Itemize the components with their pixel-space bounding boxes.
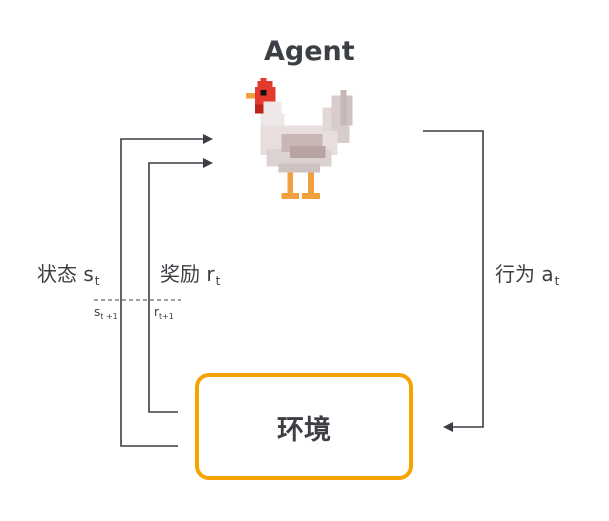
- next-reward-subscript: t+1: [158, 312, 174, 321]
- next-state-label-text: s: [94, 305, 101, 319]
- reward-label: 奖励 rt: [160, 264, 220, 287]
- next-state-label: st +1: [94, 306, 118, 321]
- next-state-subscript: t +1: [100, 312, 118, 321]
- state-subscript: t: [94, 274, 100, 288]
- state-label: 状态 st: [37, 264, 100, 287]
- action-label: 行为 at: [495, 264, 559, 287]
- state-arrow-head: [203, 134, 213, 144]
- reward-arrow-line: [148, 162, 206, 413]
- agent-title: Agent: [264, 36, 355, 67]
- reward-arrow-head: [203, 158, 213, 168]
- chicken-icon: [245, 78, 353, 200]
- next-reward-label: rt+1: [154, 306, 174, 321]
- state-label-text: 状态 s: [37, 262, 94, 286]
- action-label-text: 行为 a: [495, 262, 554, 286]
- environment-box: 环境: [195, 373, 413, 480]
- action-arrow-line: [423, 130, 484, 428]
- reward-label-text: 奖励 r: [160, 262, 215, 286]
- action-subscript: t: [554, 274, 560, 288]
- action-arrow-head: [443, 422, 453, 432]
- reward-subscript: t: [215, 274, 221, 288]
- next-reward-label-text: r: [154, 305, 159, 319]
- state-arrow-line: [120, 138, 206, 447]
- environment-label: 环境: [277, 415, 331, 446]
